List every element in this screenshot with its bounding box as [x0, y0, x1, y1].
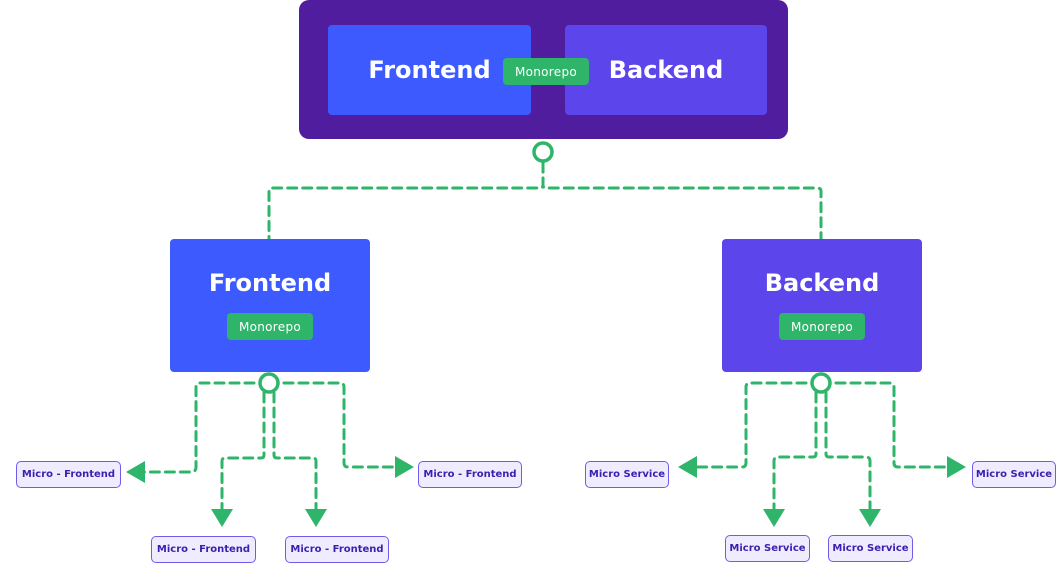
- backend-box: Backend Monorepo: [722, 239, 922, 372]
- micro-frontend-node: Micro - Frontend: [285, 536, 389, 563]
- backend-title: Backend: [764, 269, 880, 297]
- top-frontend-block: Frontend: [328, 25, 531, 115]
- arrow-right-icon: [947, 456, 966, 478]
- arrow-left-icon: [126, 461, 145, 483]
- arrow-down-icon: [763, 509, 785, 527]
- arrow-down-icon: [305, 509, 327, 527]
- micro-service-node: Micro Service: [725, 535, 810, 562]
- micro-frontend-node: Micro - Frontend: [16, 461, 121, 488]
- connector-root-to-backend: [541, 161, 823, 242]
- top-backend-block: Backend: [565, 25, 767, 115]
- frontend-title: Frontend: [208, 269, 332, 297]
- junction-node-icon: [810, 372, 832, 394]
- arrow-left-icon: [678, 456, 697, 478]
- top-backend-label: Backend: [608, 56, 724, 84]
- connector-backend-to-right: [819, 381, 952, 469]
- connector-backend-to-left: [692, 381, 823, 469]
- micro-service-node: Micro Service: [972, 461, 1056, 488]
- frontend-monorepo-badge: Monorepo: [227, 313, 313, 340]
- micro-frontend-node: Micro - Frontend: [418, 461, 522, 488]
- connector-frontend-to-bottom-left: [220, 391, 266, 514]
- top-frontend-label: Frontend: [368, 56, 491, 84]
- arrow-right-icon: [395, 456, 414, 478]
- top-monorepo-badge: Monorepo: [503, 58, 589, 85]
- connector-root-to-frontend: [267, 161, 545, 242]
- connector-frontend-to-right: [267, 381, 400, 469]
- micro-service-node: Micro Service: [585, 461, 669, 488]
- junction-node-icon: [258, 372, 280, 394]
- connector-frontend-to-left: [140, 381, 271, 474]
- micro-service-node: Micro Service: [828, 535, 913, 562]
- connector-backend-to-bottom-left: [772, 391, 818, 514]
- micro-frontend-node: Micro - Frontend: [151, 536, 256, 563]
- connector-frontend-to-bottom-right: [272, 391, 318, 514]
- backend-monorepo-badge: Monorepo: [779, 313, 865, 340]
- frontend-box: Frontend Monorepo: [170, 239, 370, 372]
- connector-backend-to-bottom-right: [824, 391, 872, 514]
- arrow-down-icon: [211, 509, 233, 527]
- junction-node-icon: [532, 141, 554, 163]
- arrow-down-icon: [859, 509, 881, 527]
